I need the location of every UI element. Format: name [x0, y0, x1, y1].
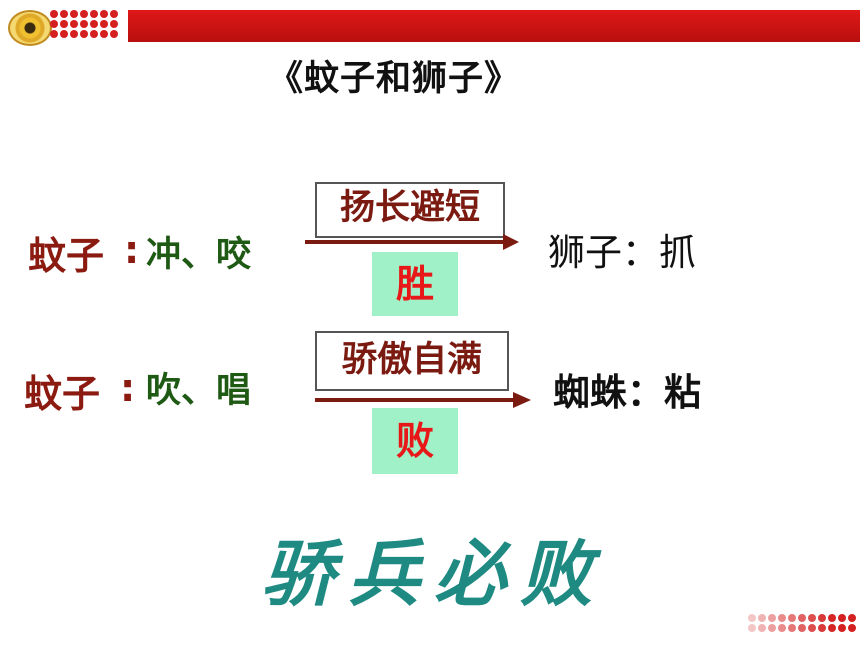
red-dot — [748, 614, 756, 622]
red-dot — [848, 624, 856, 632]
red-dot — [60, 10, 68, 18]
red-dot — [838, 624, 846, 632]
red-dot — [758, 624, 766, 632]
row1-arrow — [305, 234, 519, 250]
red-dot — [748, 624, 756, 632]
row1-result-box: 胜 — [372, 252, 458, 316]
red-dot — [90, 10, 98, 18]
red-dot — [788, 624, 796, 632]
red-dot — [80, 20, 88, 28]
row1-colon: : — [124, 228, 140, 272]
row1-strategy-box: 扬长避短 — [315, 182, 505, 238]
red-dot — [100, 10, 108, 18]
red-dot — [828, 624, 836, 632]
red-dot — [50, 30, 58, 38]
red-dot — [808, 624, 816, 632]
row1-subject: 蚊子 — [28, 234, 105, 278]
row1-actions: 冲、咬 — [146, 235, 252, 275]
red-dot — [838, 614, 846, 622]
idiom-conclusion: 骄兵必败 — [262, 531, 607, 616]
red-dot — [798, 624, 806, 632]
red-dot — [80, 30, 88, 38]
red-dot — [768, 624, 776, 632]
row2-actions: 吹、唱 — [146, 371, 252, 411]
red-dot — [100, 20, 108, 28]
red-dot — [70, 30, 78, 38]
red-dot — [90, 30, 98, 38]
row2-arrow — [315, 392, 531, 408]
red-dot — [70, 10, 78, 18]
red-dot — [50, 10, 58, 18]
row2-subject: 蚊子 — [24, 372, 101, 416]
red-dot — [828, 614, 836, 622]
red-dot — [80, 10, 88, 18]
red-dot — [848, 614, 856, 622]
red-dot — [778, 624, 786, 632]
red-dot — [798, 614, 806, 622]
red-dot — [768, 614, 776, 622]
red-dot — [60, 20, 68, 28]
red-dot — [788, 614, 796, 622]
red-dot — [60, 30, 68, 38]
slide-title: 《蚊子和狮子》 — [268, 59, 521, 99]
red-dot — [818, 614, 826, 622]
row2-result-box: 败 — [372, 408, 458, 474]
red-dot — [808, 614, 816, 622]
red-dot-pattern-bottom — [748, 614, 860, 638]
row2-attitude-box: 骄傲自满 — [315, 331, 509, 391]
red-dot-pattern-top — [50, 10, 122, 46]
red-dot — [100, 30, 108, 38]
red-dot — [90, 20, 98, 28]
red-dot — [70, 20, 78, 28]
school-logo — [8, 10, 52, 46]
row1-target: 狮子：抓 — [548, 231, 696, 274]
red-dot — [758, 614, 766, 622]
red-dot — [818, 624, 826, 632]
red-dot — [110, 30, 118, 38]
red-dot — [110, 10, 118, 18]
red-dot — [778, 614, 786, 622]
red-dot — [50, 20, 58, 28]
red-dot — [110, 20, 118, 28]
header-red-bar — [128, 10, 860, 42]
row2-target: 蜘蛛：粘 — [553, 371, 701, 414]
row2-colon: : — [120, 366, 136, 410]
